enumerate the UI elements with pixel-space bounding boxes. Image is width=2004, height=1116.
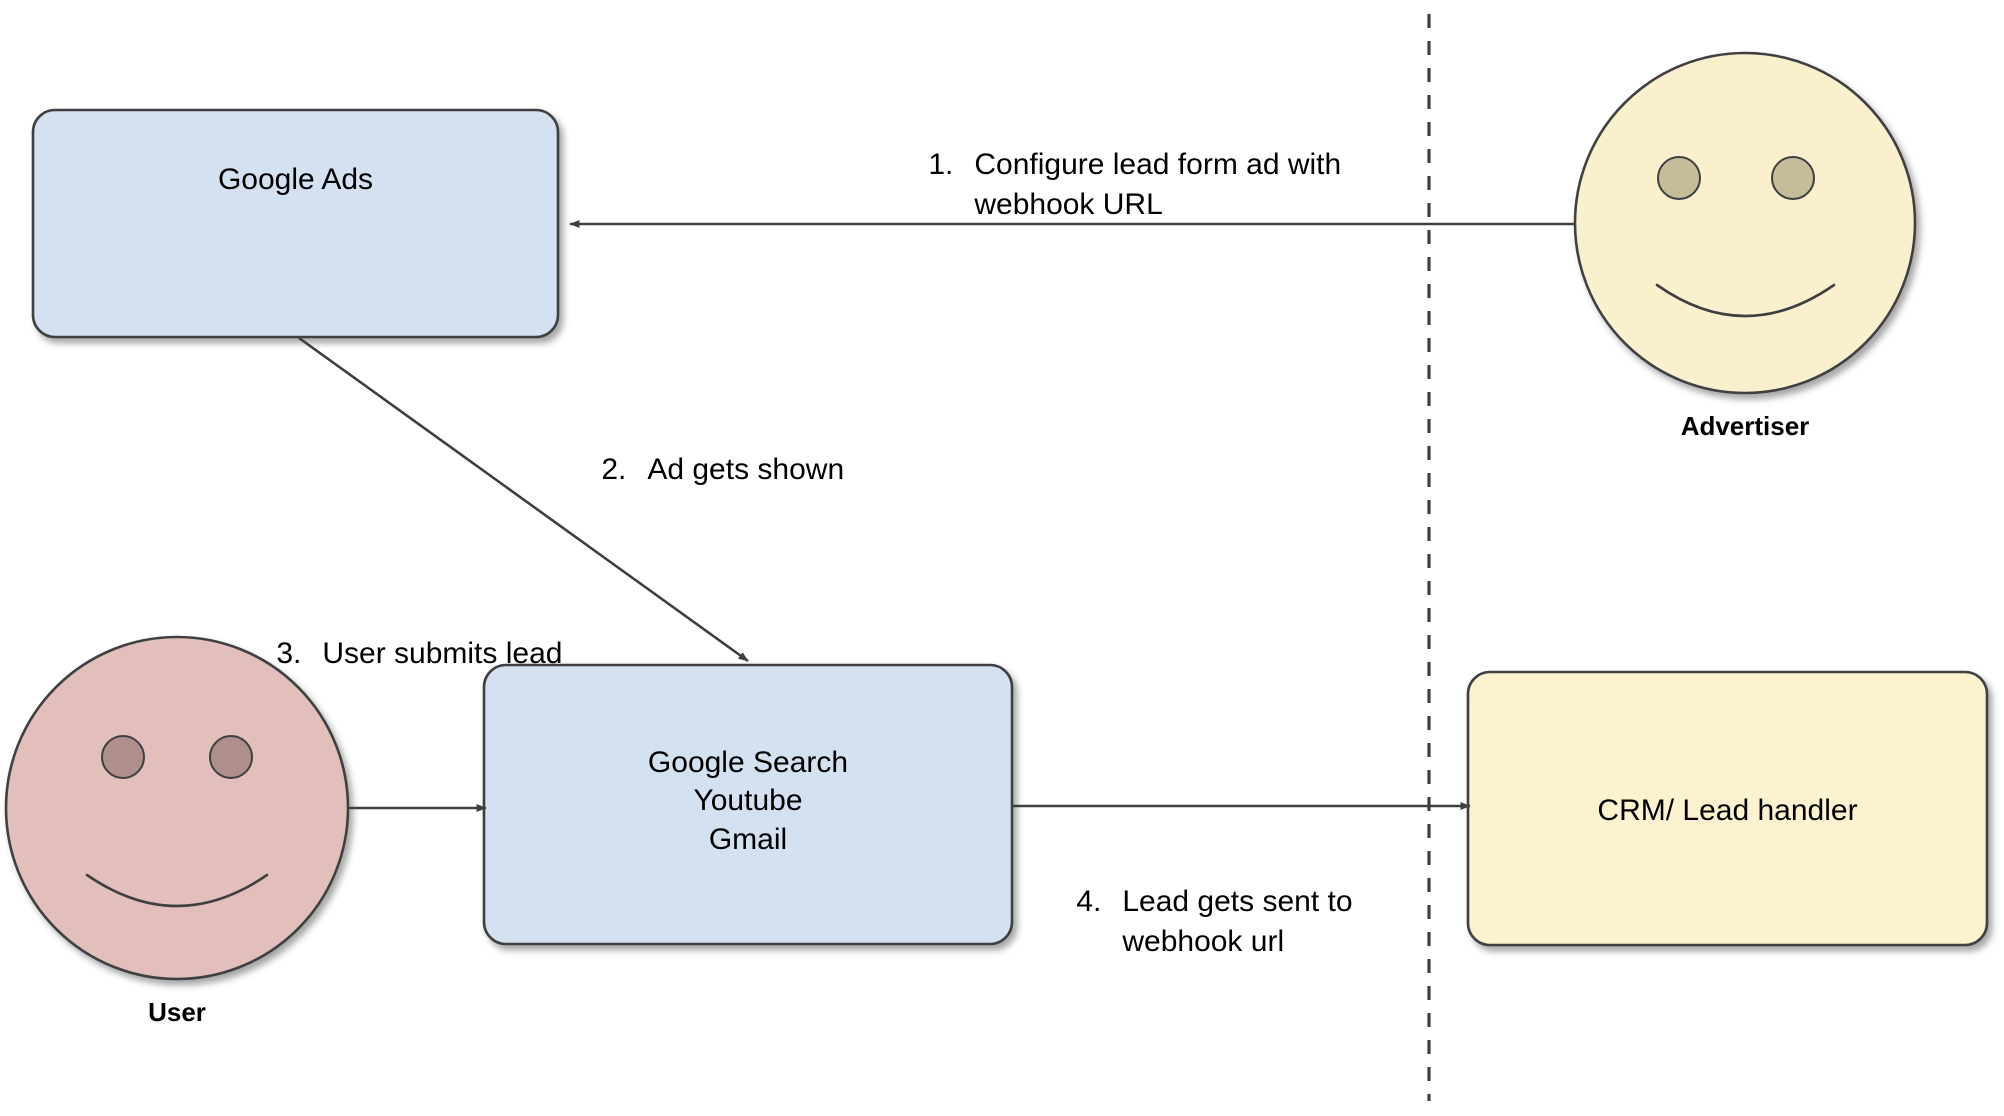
node-google-surfaces[interactable] — [482, 663, 1014, 946]
step-3-text: User submits lead — [322, 636, 563, 670]
step-label-2: 2. Ad gets shown — [568, 410, 844, 530]
step-2-number: 2. — [601, 452, 627, 486]
user-right-eye-icon — [209, 735, 253, 779]
node-google-ads[interactable] — [31, 108, 560, 339]
advertiser-right-eye-icon — [1771, 156, 1815, 200]
step-1-text: Configure lead form ad with webhook URL — [974, 147, 1342, 221]
google-surfaces-box-shape[interactable] — [482, 663, 1014, 946]
node-crm[interactable] — [1466, 670, 1989, 947]
step-4-number: 4. — [1076, 884, 1102, 918]
advertiser-left-eye-icon — [1657, 156, 1701, 200]
user-smile-icon — [85, 873, 269, 908]
user-left-eye-icon — [101, 735, 145, 779]
node-user[interactable] — [4, 635, 350, 981]
step-label-1: 1. Configure lead form ad with webhook UR… — [895, 105, 1341, 265]
connector-google-ads-to-surfaces[interactable] — [298, 336, 749, 663]
advertiser-smile-icon — [1655, 283, 1836, 318]
step-4-text: Lead gets sent to webhook url — [1122, 884, 1353, 958]
step-1-number: 1. — [928, 147, 954, 181]
step-2-text: Ad gets shown — [647, 452, 845, 486]
crm-box-shape[interactable] — [1466, 670, 1989, 947]
step-label-3: 3. User submits lead — [243, 594, 562, 714]
node-advertiser[interactable] — [1573, 51, 1917, 395]
advertiser-face-circle[interactable] — [1573, 51, 1917, 395]
step-label-4: 4. Lead gets sent to webhook url — [1043, 842, 1353, 1002]
google-ads-box-shape[interactable] — [31, 108, 560, 339]
step-3-number: 3. — [276, 636, 302, 670]
